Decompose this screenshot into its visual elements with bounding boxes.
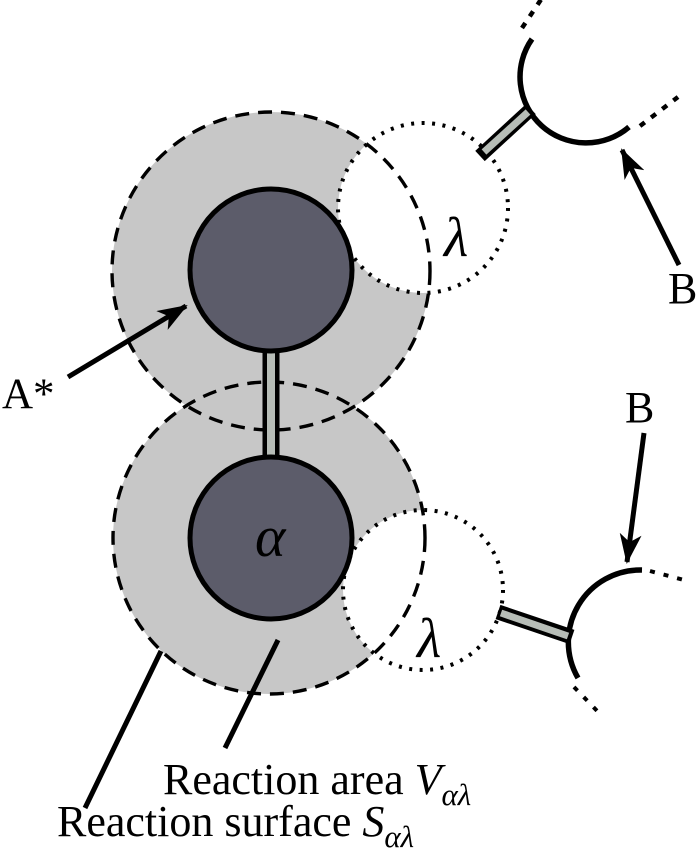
b-molecule-bottom-dotted-stub-lower	[572, 685, 604, 718]
lambda-volume-top	[338, 123, 508, 293]
caption-reaction-area-subscript: αλ	[442, 777, 472, 812]
b-molecule-top-arc	[517, 37, 631, 146]
reaction-surface-outline-top	[110, 110, 432, 432]
leader-line-reaction-area	[222, 638, 281, 750]
atom-a-star	[187, 186, 355, 354]
b-molecule-bottom-dotted-stub-right	[649, 569, 685, 582]
lambda-label-top: λ	[442, 207, 468, 269]
b-molecule-bottom-arc	[565, 567, 643, 680]
b-bond-bottom-fill	[499, 609, 570, 640]
lambda-outline-bottom	[341, 508, 505, 672]
b-molecule-top-dotted-stub-right	[638, 95, 680, 128]
arrow-a-star	[66, 303, 188, 380]
lambda-outline-top	[336, 121, 510, 295]
arrow-b-top	[619, 148, 682, 267]
lambda-volume-bottom	[343, 510, 503, 670]
b-bond-top-fill	[481, 109, 531, 155]
b-molecule-top	[475, 0, 680, 162]
b-molecule-bottom	[495, 567, 685, 718]
atom-alpha	[187, 454, 355, 622]
caption-reaction-area-symbol: V	[415, 755, 447, 804]
atom-alpha-label: α	[255, 504, 287, 569]
caption-reaction-surface-symbol: S	[362, 797, 384, 846]
caption-reaction-area-text: Reaction area	[163, 755, 404, 804]
leader-line-reaction-surface	[82, 649, 164, 810]
caption-reaction-surface-text: Reaction surface	[57, 797, 351, 846]
lambda-label-bottom: λ	[415, 608, 441, 670]
caption-reaction-surface-subscript: αλ	[384, 819, 414, 850]
arrow-b-bottom	[619, 432, 647, 564]
reaction-surface-outline-bottom	[111, 380, 427, 696]
label-b-top: B	[668, 264, 697, 313]
b-molecule-top-dotted-stub-upper	[520, 0, 544, 30]
label-b-bottom: B	[625, 383, 654, 432]
label-a-star: A*	[2, 371, 55, 418]
